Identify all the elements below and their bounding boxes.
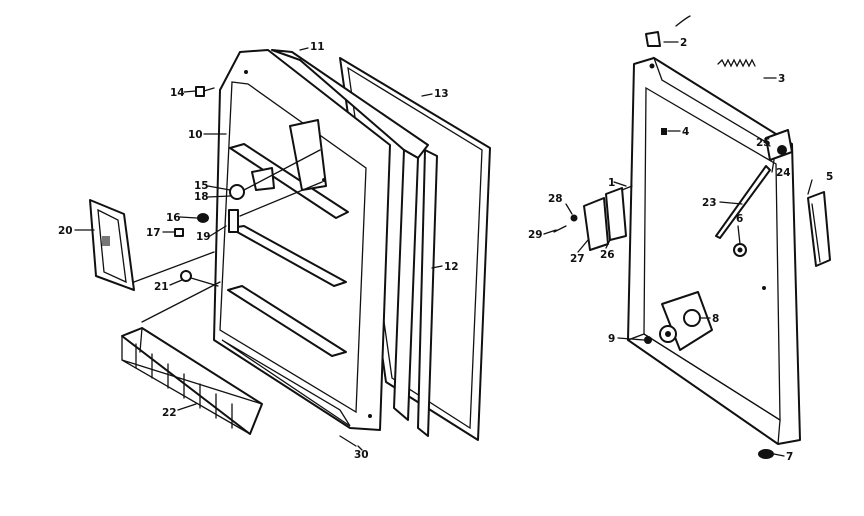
label-part-25: 25 (756, 137, 771, 149)
bracket-20 (89, 199, 215, 291)
label-part-23: 23 (702, 197, 717, 209)
label-part-3: 3 (778, 73, 785, 85)
label-part-4: 4 (682, 126, 689, 138)
label-part-24: 24 (776, 167, 791, 179)
label-part-13: 13 (434, 88, 449, 100)
label-part-1: 1 (608, 177, 615, 189)
wire-basket-22 (121, 281, 263, 435)
handle-5 (807, 191, 831, 267)
part-labels: 2 3 4 5 6 7 8 9 1 10 11 12 13 14 15 16 1… (58, 37, 833, 463)
hinge-24-25 (765, 129, 793, 161)
label-part-8: 8 (712, 313, 719, 325)
label-part-18: 18 (194, 191, 209, 203)
screw-4 (661, 128, 667, 135)
spring-3 (717, 58, 756, 68)
label-part-28: 28 (548, 193, 563, 205)
label-part-9: 9 (608, 333, 615, 345)
foot-7 (758, 449, 774, 459)
leader-lines (74, 41, 813, 457)
label-part-26: 26 (600, 249, 615, 261)
cam-8 (659, 291, 713, 351)
label-part-11: 11 (310, 41, 325, 53)
label-part-21: 21 (154, 281, 169, 293)
fastener-16 (197, 213, 209, 223)
cap-2 (645, 15, 691, 47)
screw-17 (174, 228, 184, 237)
nut-21 (180, 270, 219, 287)
label-part-16: 16 (166, 212, 181, 224)
label-part-20: 20 (58, 225, 73, 237)
label-part-10: 10 (188, 129, 203, 141)
label-part-19: 19 (196, 231, 211, 243)
gasket-strip-12 (417, 149, 438, 437)
screw-30 (339, 435, 357, 447)
latch-26-27-28-29 (553, 185, 633, 251)
label-part-6: 6 (736, 213, 743, 225)
label-part-5: 5 (826, 171, 833, 183)
label-part-30: 30 (354, 449, 369, 461)
screw-14 (195, 86, 215, 97)
liner-frame-11 (271, 49, 429, 421)
label-part-2: 2 (680, 37, 687, 49)
knob-6 (733, 243, 747, 257)
door-frame (626, 56, 801, 446)
label-part-7: 7 (786, 451, 793, 463)
label-part-22: 22 (162, 407, 177, 419)
light-assembly-15-18-19 (228, 149, 323, 233)
screw-9 (644, 336, 652, 344)
label-part-17: 17 (146, 227, 161, 239)
label-part-29: 29 (528, 229, 543, 241)
label-part-27: 27 (570, 253, 585, 265)
door-liner-10 (213, 49, 391, 431)
label-part-14: 14 (170, 87, 185, 99)
label-part-12: 12 (444, 261, 459, 273)
rod-23 (715, 165, 771, 239)
label-part-15: 15 (194, 180, 209, 192)
